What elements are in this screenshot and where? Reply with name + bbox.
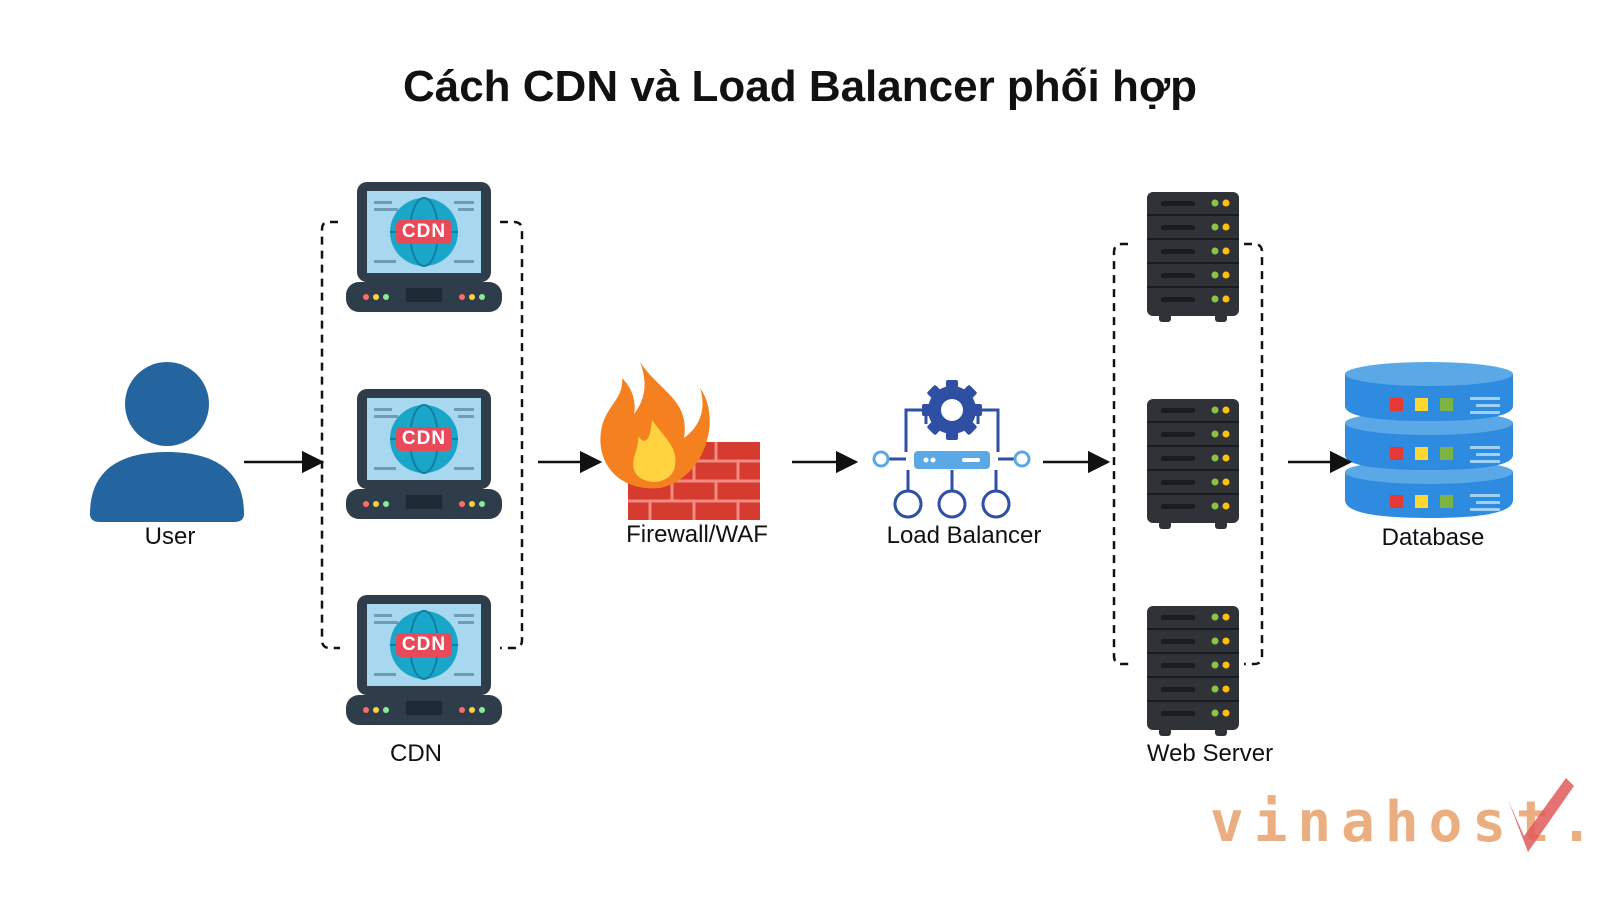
web-server-icon [1147, 399, 1239, 529]
lb-device-icon [914, 451, 990, 469]
brand-check-icon [1508, 778, 1574, 852]
user-icon [90, 362, 244, 522]
web-server-group-bracket [1112, 242, 1264, 666]
cdn-badge: CDN [402, 634, 446, 655]
load-balancer-icon [872, 408, 1031, 519]
cdn-badge: CDN [402, 428, 446, 449]
database-icon [1345, 362, 1513, 518]
web-server-label: Web Server [1146, 740, 1274, 767]
cdn-server-icon [345, 181, 503, 313]
cdn-server-icon [345, 594, 503, 726]
cdn-label: CDN [390, 740, 442, 767]
web-server-icon [1147, 192, 1239, 322]
firewall-icon [600, 362, 760, 520]
firewall-label: Firewall/WAF [626, 521, 768, 548]
web-server-icon [1147, 606, 1239, 736]
page-title: Cách CDN và Load Balancer phối hợp [402, 62, 1198, 111]
gear-icon [922, 380, 982, 440]
database-label: Database [1381, 524, 1485, 551]
load-balancer-label: Load Balancer [886, 522, 1042, 549]
cdn-group-bracket [320, 220, 524, 650]
cdn-server-icon [345, 388, 503, 520]
user-label: User [144, 523, 196, 550]
cdn-badge: CDN [402, 221, 446, 242]
